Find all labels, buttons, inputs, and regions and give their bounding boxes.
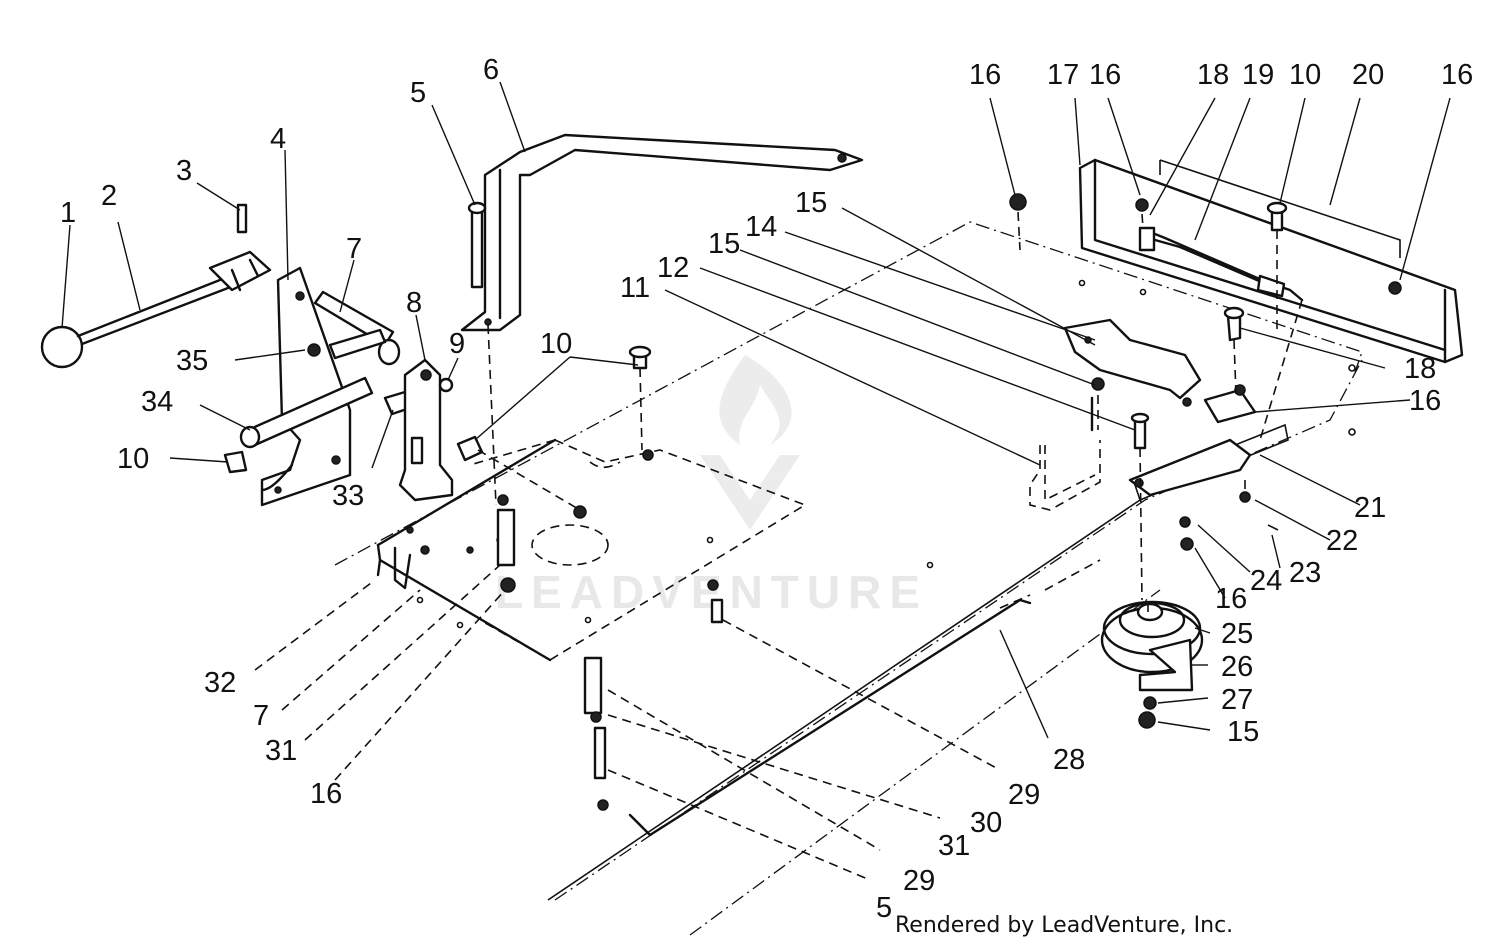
spring-anchor — [1138, 226, 1156, 252]
nut-part-15-bottom — [1138, 711, 1156, 729]
callout-6: 6 — [483, 54, 499, 86]
knob-part-1 — [40, 325, 84, 369]
pulley-assembly — [1100, 600, 1204, 729]
callout-31-bottom: 31 — [938, 830, 970, 862]
bolt-part-5-top — [467, 201, 487, 289]
callout-14: 14 — [745, 211, 777, 243]
bracket-part-26 — [1138, 638, 1194, 692]
nut-part-9 — [438, 377, 454, 393]
callout-17: 17 — [1047, 59, 1079, 91]
bolt-part-29-upper — [710, 598, 724, 624]
callout-29-right: 29 — [1008, 779, 1040, 811]
watermark: LEADVENTURE — [495, 355, 928, 618]
callout-10-top-right: 10 — [1289, 59, 1321, 91]
callout-33: 33 — [332, 480, 364, 512]
callout-4: 4 — [270, 123, 286, 155]
callout-15-bottom: 15 — [1227, 716, 1259, 748]
pin-part-3 — [236, 203, 248, 234]
bolt-in-bracket-8 — [410, 436, 424, 465]
idler-bracket-assembly — [1029, 306, 1279, 551]
callout-2: 2 — [101, 180, 117, 212]
callout-16-bottom-left: 16 — [310, 778, 342, 810]
callout-24: 24 — [1250, 565, 1282, 597]
callout-16-top-mid: 16 — [1089, 59, 1121, 91]
center-plate — [469, 439, 807, 661]
floor-plate — [334, 221, 1363, 936]
callout-15-top: 15 — [795, 187, 827, 219]
callout-1: 1 — [60, 197, 76, 229]
callout-29-bottom: 29 — [903, 865, 935, 897]
callout-16-right: 16 — [1409, 385, 1441, 417]
callout-5-top: 5 — [410, 77, 426, 109]
callout-7-top: 7 — [346, 233, 362, 265]
bracket-part-8 — [398, 358, 454, 502]
callout-23: 23 — [1289, 557, 1321, 589]
callout-15-mid: 15 — [708, 228, 740, 260]
callout-16-top-right: 16 — [1441, 59, 1473, 91]
callout-27: 27 — [1221, 684, 1253, 716]
callout-35: 35 — [176, 345, 208, 377]
callout-3: 3 — [176, 155, 192, 187]
callout-12: 12 — [657, 252, 689, 284]
bolt-part-29-lower — [593, 726, 607, 780]
callout-16-lower-right: 16 — [1215, 583, 1247, 615]
callout-31-left: 31 — [265, 735, 297, 767]
right-channel-parts — [1009, 158, 1464, 364]
callout-30: 30 — [970, 807, 1002, 839]
idler-arm-part-21 — [1128, 438, 1252, 497]
lever-clevis — [208, 250, 272, 292]
callout-21: 21 — [1354, 492, 1386, 524]
shift-lever-assembly — [40, 203, 272, 369]
spacer-part-31 — [583, 656, 603, 715]
callout-5-bottom: 5 — [876, 892, 892, 924]
left-plate — [376, 438, 557, 662]
callout-9: 9 — [449, 328, 465, 360]
callout-20: 20 — [1352, 59, 1384, 91]
callout-19: 19 — [1242, 59, 1274, 91]
bar-part-6 — [460, 133, 864, 332]
callout-32: 32 — [204, 667, 236, 699]
credit-text: Rendered by LeadVenture, Inc. — [895, 913, 1234, 938]
nut-part-16-top — [1009, 193, 1027, 211]
callout-16-top-left: 16 — [969, 59, 1001, 91]
callout-26: 26 — [1221, 651, 1253, 683]
bracket-part-14 — [1063, 318, 1202, 400]
callout-18-right: 18 — [1404, 353, 1436, 385]
callout-8: 8 — [406, 287, 422, 319]
callout-11: 11 — [620, 272, 650, 304]
callout-18-top: 18 — [1197, 59, 1229, 91]
callout-25: 25 — [1221, 618, 1253, 650]
callout-22: 22 — [1326, 525, 1358, 557]
bolt-part-10-left — [223, 450, 248, 474]
callout-28: 28 — [1053, 744, 1085, 776]
leader-lines — [61, 81, 1451, 739]
callout-10-left: 10 — [117, 443, 149, 475]
callout-7-bottom: 7 — [253, 700, 269, 732]
spacer-upper — [496, 508, 516, 567]
alignment-lines — [254, 211, 1303, 881]
bolt-part-10-lower — [456, 435, 484, 462]
washer-part-27 — [1143, 696, 1157, 710]
link-rods — [223, 290, 412, 474]
watermark-text: LEADVENTURE — [495, 566, 928, 618]
callouts: 1 2 3 4 5 6 7 8 9 10 35 34 10 33 11 12 1… — [60, 54, 1473, 924]
center-hardware — [456, 345, 724, 811]
callout-10-center: 10 — [540, 328, 572, 360]
callout-34: 34 — [141, 386, 173, 418]
